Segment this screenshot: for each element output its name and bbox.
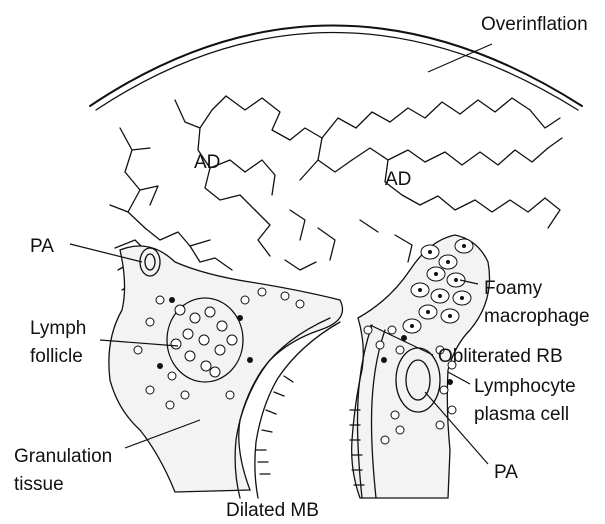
label-follicle: follicle xyxy=(30,346,83,367)
pleura-arc-inner xyxy=(96,33,578,111)
label-granulation: Granulation xyxy=(14,446,112,467)
label-tissue: tissue xyxy=(14,474,64,495)
label-ad-left: AD xyxy=(194,152,220,173)
label-pa-right: PA xyxy=(494,462,518,483)
label-lymphocyte: Lymphocyte xyxy=(474,376,576,397)
label-macrophage: macrophage xyxy=(484,306,590,327)
epithelium-ticks-left xyxy=(256,376,293,474)
label-pa-left: PA xyxy=(30,236,54,257)
label-foamy: Foamy xyxy=(484,278,543,299)
alveolar-septa-right xyxy=(285,98,562,270)
label-plasma-cell: plasma cell xyxy=(474,404,569,425)
label-obliterated-rb: Obliterated RB xyxy=(438,346,563,367)
left-tissue-mass xyxy=(109,246,343,492)
label-dilated-mb: Dilated MB xyxy=(226,500,319,521)
label-overinflation: Overinflation xyxy=(481,14,588,35)
label-lymph: Lymph xyxy=(30,318,86,339)
pleura-arc xyxy=(90,26,582,107)
label-ad-right: AD xyxy=(385,169,411,190)
